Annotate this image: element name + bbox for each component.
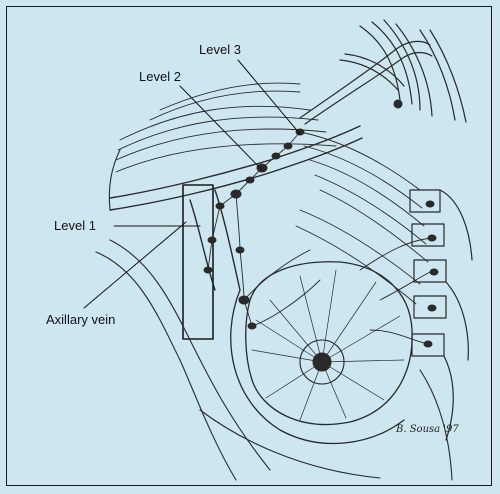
axillary-vein-leader (83, 221, 187, 309)
level-1-box (182, 184, 214, 340)
axillary-vein-label: Axillary vein (46, 312, 116, 327)
figure-border (6, 6, 492, 486)
level-1-label: Level 1 (54, 218, 96, 233)
lymphatic-vessels (207, 131, 433, 345)
breast-ducts (251, 269, 405, 421)
breast (230, 261, 413, 445)
clavicle-structures (299, 19, 467, 125)
pectoral-muscle (115, 82, 429, 305)
artist-signature: B. Sousa '97 (396, 424, 459, 435)
body-contours (95, 149, 453, 481)
rib-cage (409, 189, 473, 441)
level-2-label: Level 2 (139, 69, 181, 84)
level-3-leader (237, 59, 301, 135)
axillary-vein (109, 125, 363, 291)
nipple-areola (299, 339, 345, 385)
leader-lines (83, 59, 301, 309)
level-3-label: Level 3 (199, 42, 241, 57)
level-2-leader (179, 85, 263, 171)
